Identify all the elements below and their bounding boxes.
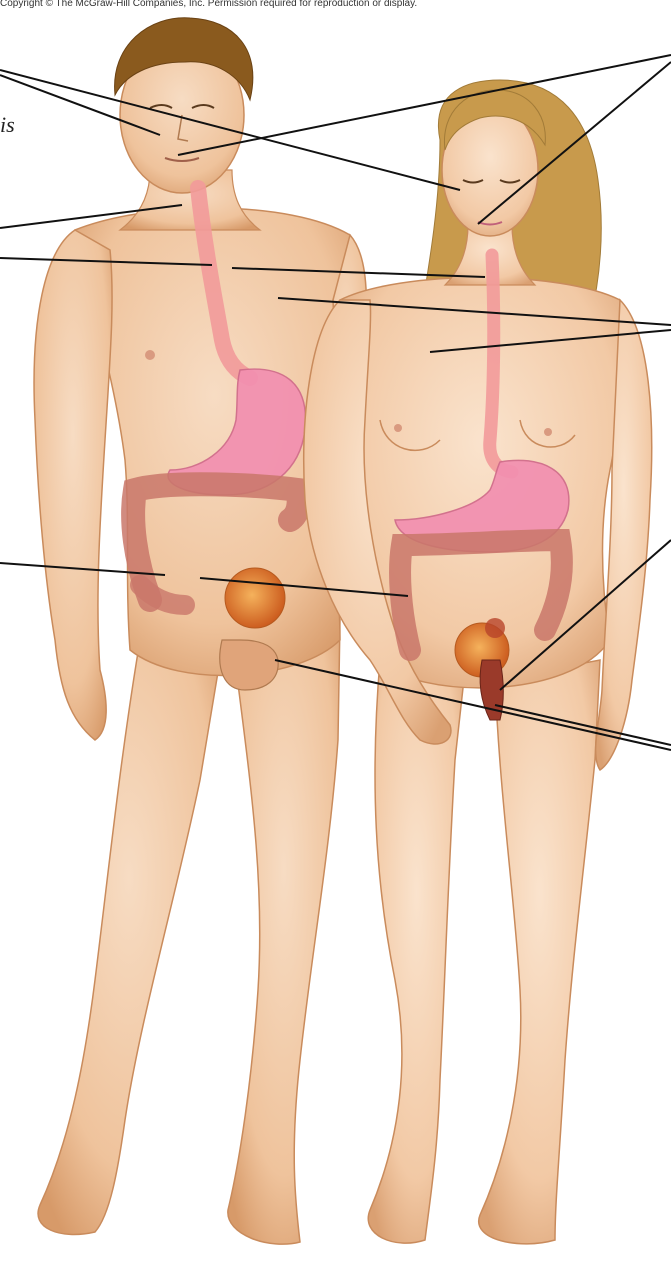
male-left-arm [34, 230, 112, 740]
female-left-leg [368, 660, 465, 1243]
male-right-leg [228, 620, 340, 1244]
female-right-leg [479, 660, 600, 1244]
male-left-leg [38, 640, 220, 1234]
male-genitals [220, 640, 278, 690]
male-bladder [225, 568, 285, 628]
male-figure [34, 18, 366, 1244]
